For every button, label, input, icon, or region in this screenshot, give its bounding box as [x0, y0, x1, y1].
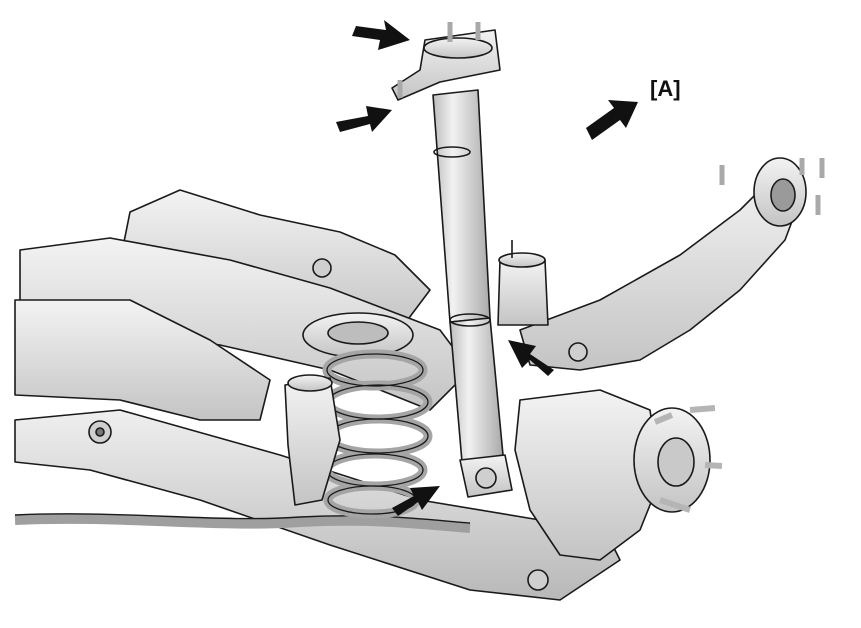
knuckle: [514, 389, 661, 561]
subframe-nut: [312, 258, 332, 278]
arrow-direction-A: [586, 100, 638, 140]
shock-absorber-upper: [432, 89, 491, 323]
wheel-studs: [653, 405, 723, 513]
upper-arm-studs: [719, 158, 825, 215]
direction-label: [A]: [650, 76, 681, 101]
stabilizer-bar: [14, 513, 471, 533]
trailing-arm: [14, 299, 271, 421]
bump-stop: [497, 259, 549, 326]
bracket-nut: [568, 342, 588, 362]
arrow-lower-shock-body: [508, 340, 554, 376]
shock-absorber-lower: [449, 317, 504, 463]
stabilizer-link-bracket: [284, 377, 341, 506]
arrow-upper-mount-top: [352, 20, 410, 50]
lower-arm-rear-bolt: [527, 569, 549, 591]
upper-mount-studs: [397, 22, 481, 98]
arrow-upper-mount-side: [336, 106, 392, 132]
lower-mount-bolt: [475, 467, 497, 489]
arrow-lower-mount-bolt: [392, 486, 440, 516]
callout-arrows: [336, 20, 638, 516]
